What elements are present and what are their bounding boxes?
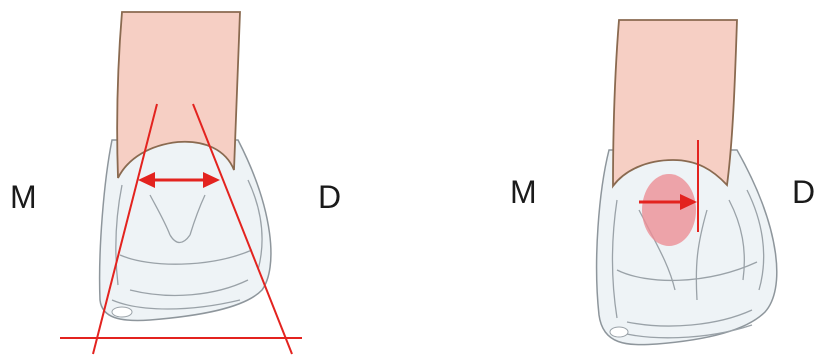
right-incisal-highlight (610, 327, 628, 337)
left-distal-label: D (318, 181, 341, 213)
right-mesial-label: M (510, 176, 537, 208)
right-distal-label: D (792, 176, 814, 208)
left-tooth-diagram (0, 0, 407, 358)
left-mesial-label: M (10, 181, 37, 213)
right-tooth-panel: M D (407, 0, 814, 358)
right-contact-area (642, 174, 696, 246)
right-tooth-diagram (407, 0, 814, 358)
right-crown (597, 150, 777, 345)
left-tooth-panel: M D (0, 0, 407, 358)
left-incisal-highlight (112, 307, 132, 317)
